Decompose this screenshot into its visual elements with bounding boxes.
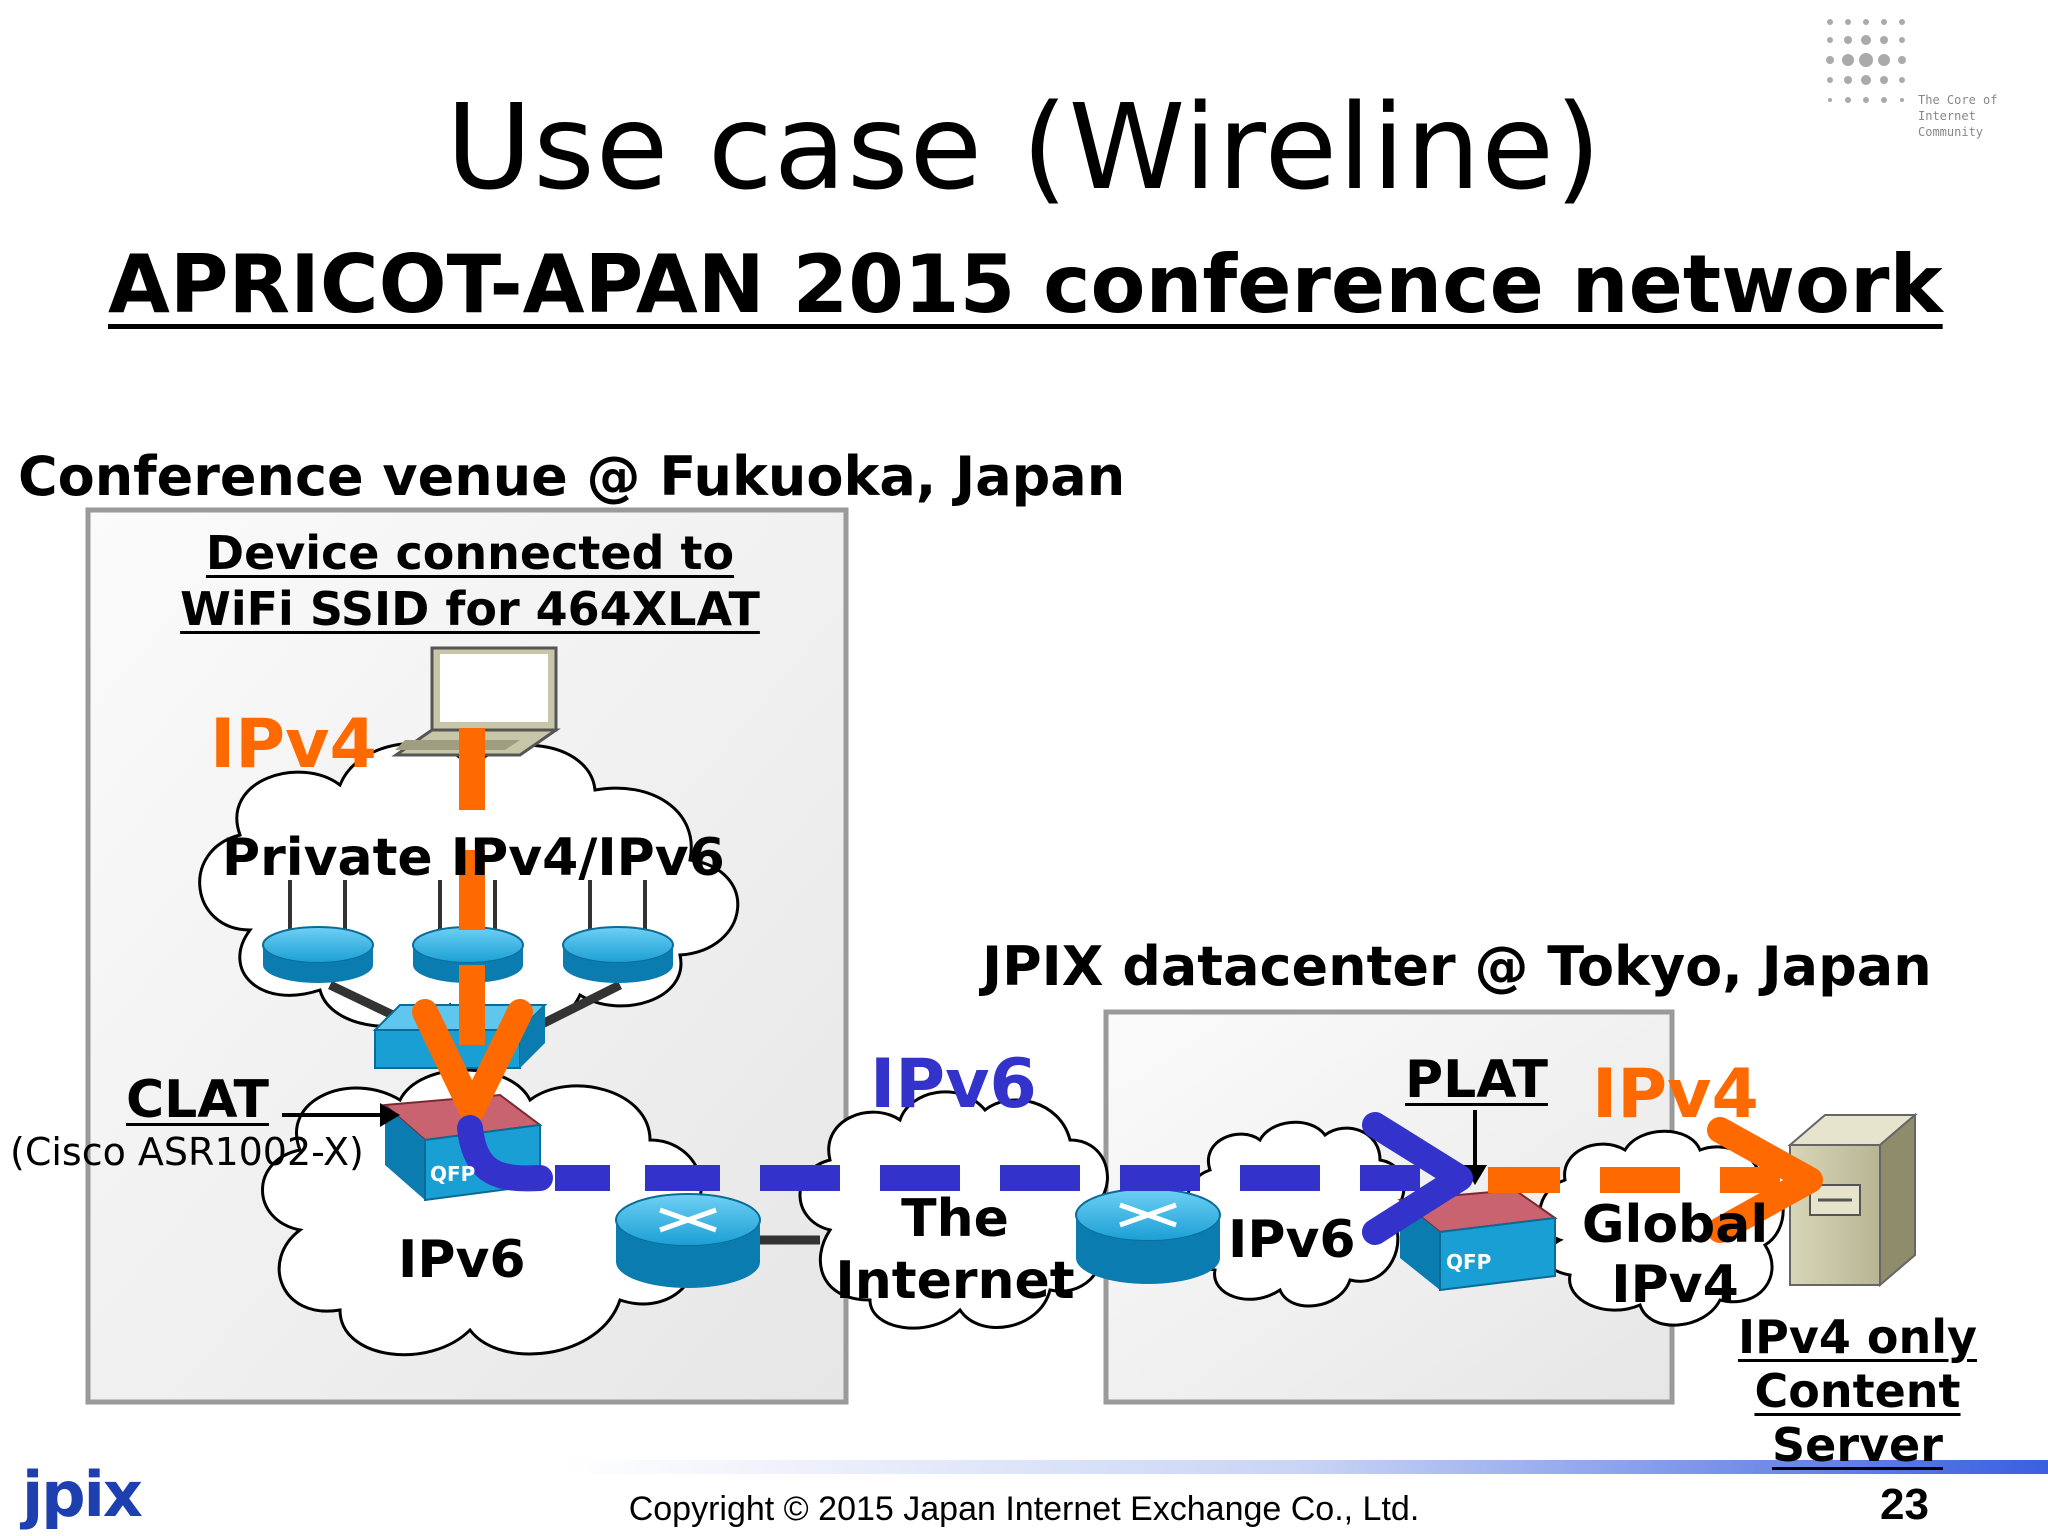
venue-ipv6-label: IPv6 [398, 1230, 526, 1290]
clat-device-label: (Cisco ASR1002-X) [10, 1130, 364, 1174]
ipv6-path [457, 1115, 553, 1192]
clat-qfp-label: QFP [430, 1162, 476, 1186]
wifi-ap-icon [262, 880, 374, 983]
logo-tagline: The Core of Internet Community [1918, 92, 2044, 140]
internet-ipv6-label: IPv6 [870, 1045, 1037, 1124]
plat-label: PLAT [1405, 1050, 1548, 1110]
datacenter-heading: JPIX datacenter @ Tokyo, Japan [982, 935, 1932, 998]
wifi-ap-icon [412, 880, 524, 983]
plat-qfp-label: QFP [1446, 1250, 1492, 1274]
server-label: IPv4 only Content Server [1670, 1310, 2045, 1472]
footer-bar [560, 1460, 2048, 1474]
internet-cloud [798, 1090, 1109, 1330]
private-cloud-label: Private IPv4/IPv6 [222, 828, 725, 888]
slide-subtitle: APRICOT-APAN 2015 conference network [108, 238, 1943, 331]
laptop-icon [391, 646, 561, 757]
server-label-line2: Content Server [1754, 1364, 1961, 1472]
venue-heading: Conference venue @ Fukuoka, Japan [18, 445, 1126, 508]
global-ipv4-line1: Global [1581, 1195, 1769, 1255]
logo-tagline-line: The Core of [1918, 93, 1998, 107]
internet-cloud-label: The Internet [820, 1188, 1090, 1312]
ipv4-path-dc [1488, 1117, 1823, 1243]
device-label-line1: Device connected to [205, 526, 735, 580]
clat-pointer-arrow [282, 1103, 400, 1127]
global-ipv4-line2: IPv4 [1611, 1255, 1739, 1315]
internet-label-line2: Internet [835, 1251, 1075, 1311]
internet-label-line1: The [901, 1189, 1009, 1249]
device-label: Device connected to WiFi SSID for 464XLA… [180, 525, 760, 637]
device-label-line2: WiFi SSID for 464XLAT [180, 582, 760, 636]
wifi-ap-icon [562, 880, 674, 983]
dc-ipv6-label: IPv6 [1228, 1210, 1356, 1270]
logo-dots-icon [1826, 19, 1906, 103]
server-icon [1787, 1112, 1918, 1288]
venue-ipv4-label: IPv4 [210, 705, 377, 784]
copyright-text: Copyright © 2015 Japan Internet Exchange… [628, 1490, 1420, 1528]
slide-title: Use case (Wireline) [445, 78, 1603, 216]
global-ipv4-label: Global IPv4 [1565, 1195, 1785, 1315]
dc-router-icon [1075, 1188, 1221, 1284]
ipv6-path-dashes [555, 1112, 1473, 1245]
logo-tagline-line: Internet Community [1918, 109, 1984, 139]
ipv4-path-venue [412, 728, 533, 1123]
jpix-logo: jpix [22, 1458, 143, 1531]
server-label-line1: IPv4 only [1738, 1310, 1977, 1364]
page-number: 23 [1880, 1480, 1929, 1529]
clat-label: CLAT [126, 1070, 269, 1130]
venue-router-icon [615, 1193, 761, 1288]
dc-ipv4-label: IPv4 [1592, 1055, 1759, 1134]
